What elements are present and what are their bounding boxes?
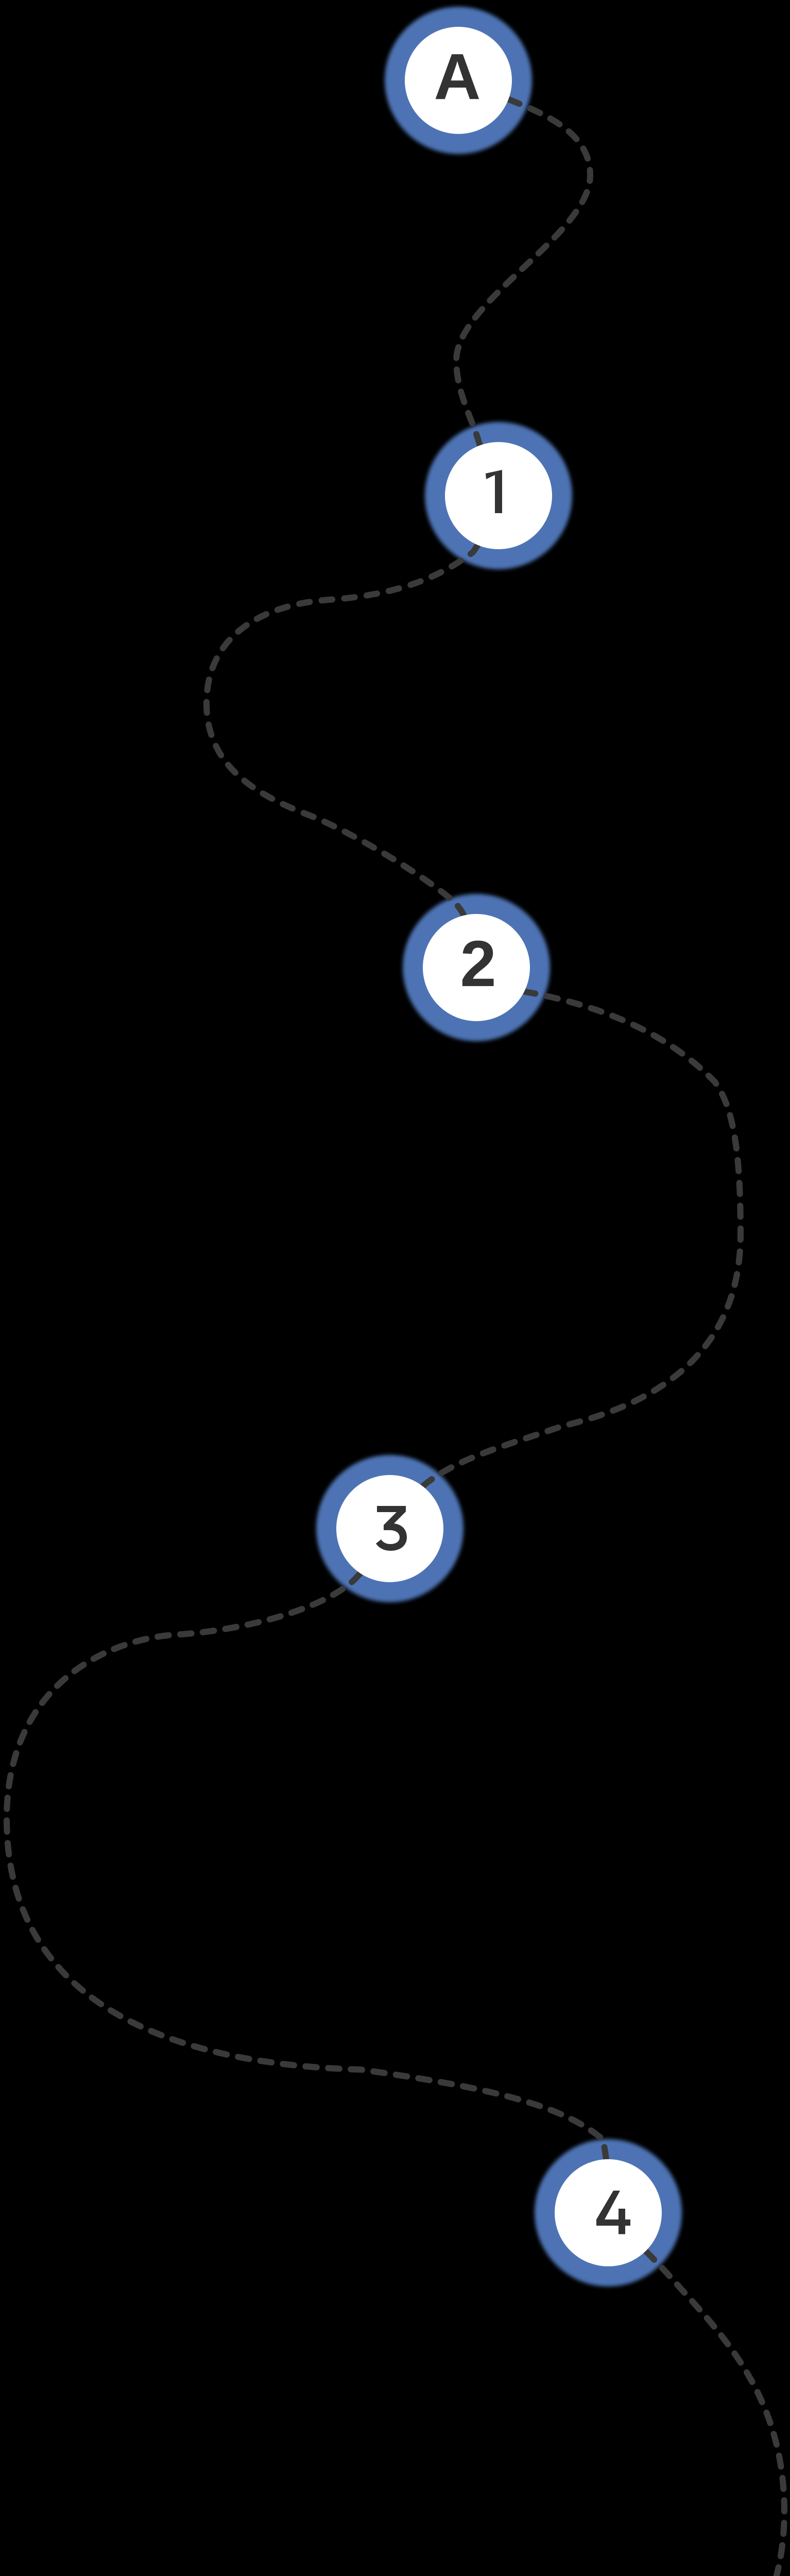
svg-text:2: 2 — [460, 927, 496, 1000]
svg-text:А: А — [434, 40, 481, 113]
